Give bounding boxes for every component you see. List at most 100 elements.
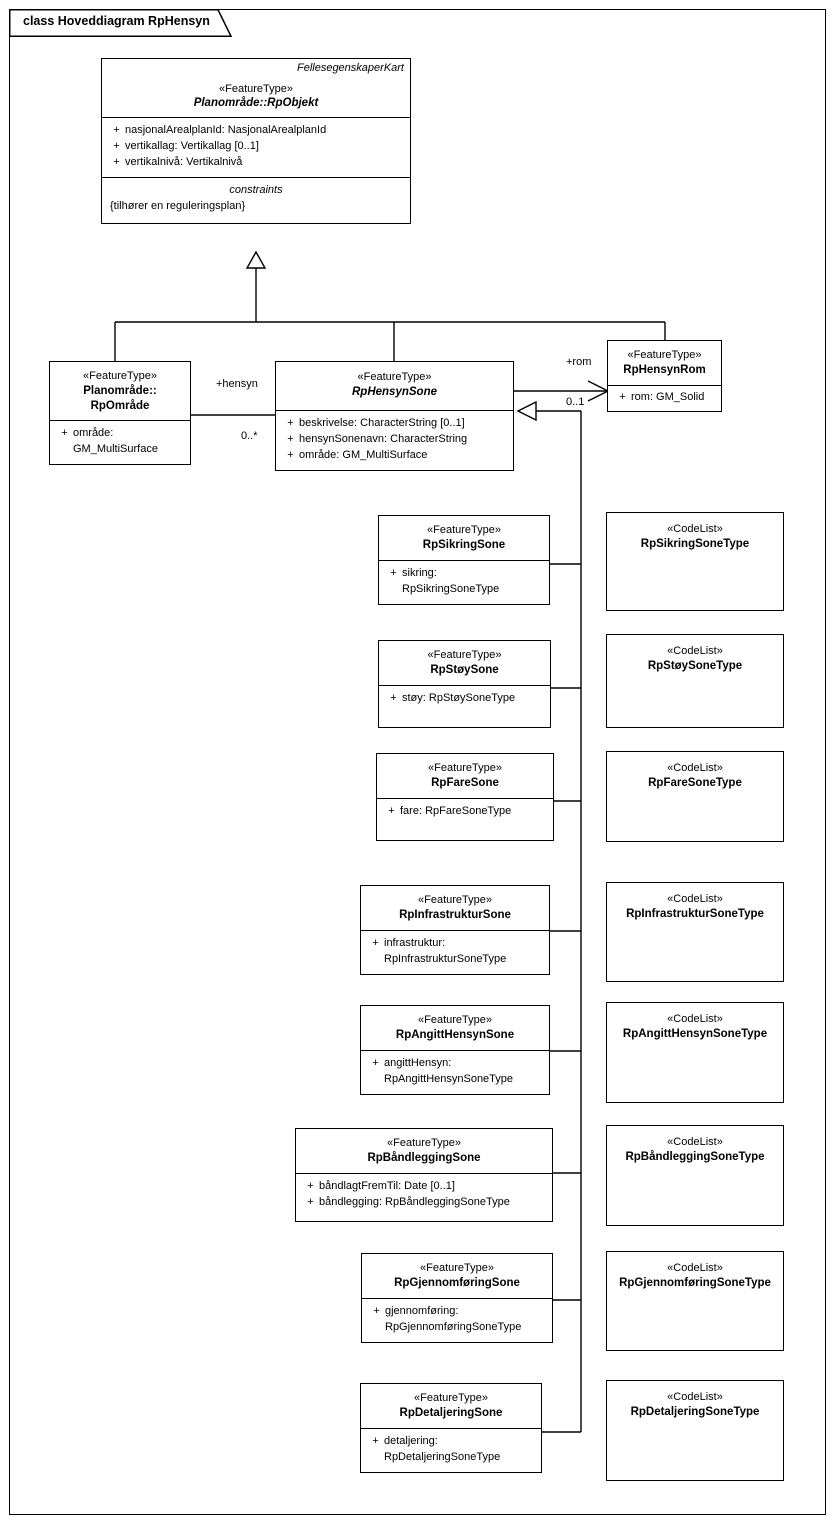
class-name: RpGjennomføringSoneType — [619, 1276, 771, 1289]
attribute-compartment: + båndlagtFremTil: Date [0..1] + båndleg… — [296, 1172, 552, 1221]
stereotype-label: «CodeList» — [667, 1136, 723, 1148]
stereotype-label: «FeatureType» — [83, 370, 157, 382]
attribute-text: båndlegging: RpBåndleggingSoneType — [319, 1195, 510, 1208]
edge-label-rom-role: +rom — [566, 356, 592, 368]
visibility-marker: + — [390, 691, 397, 704]
stereotype-label: «FeatureType» — [219, 82, 293, 95]
class-box-rpomrade[interactable]: «FeatureType» Planområde:: RpOmråde + om… — [49, 361, 191, 465]
visibility-marker: + — [373, 1304, 380, 1317]
visibility-marker: + — [388, 804, 395, 817]
class-box-rpangitthensynsone[interactable]: «FeatureType» RpAngittHensynSone + angit… — [360, 1005, 550, 1095]
attribute-compartment: + område: GM_MultiSurface — [50, 419, 190, 464]
visibility-marker: + — [372, 1434, 379, 1447]
attribute-text: gjennomføring: RpGjennomføringSoneType — [385, 1304, 522, 1333]
codelist-box-rpgjennomforingsonetype[interactable]: «CodeList» RpGjennomføringSoneType — [606, 1251, 784, 1351]
visibility-marker: + — [113, 156, 120, 169]
attribute-text: støy: RpStøySoneType — [402, 691, 516, 704]
visibility-marker: + — [619, 390, 626, 403]
stereotype-label: «FeatureType» — [357, 371, 432, 383]
class-name: RpHensynSone — [352, 385, 437, 398]
attribute-row: + båndlagtFremTil: Date [0..1] — [300, 1179, 548, 1195]
attribute-row: + angittHensyn: RpAngittHensynSoneType — [365, 1056, 545, 1088]
attribute-text: vertikalnivå: Vertikalnivå — [125, 156, 243, 169]
stereotype-label: «FeatureType» — [428, 762, 502, 774]
attribute-text: infrastruktur: RpInfrastrukturSoneType — [384, 936, 507, 965]
attribute-text: nasjonalArealplanId: NasjonalArealplanId — [125, 124, 327, 137]
attribute-text: hensynSonenavn: CharacterString — [299, 432, 468, 445]
edge-label-rom-multiplicity: 0..1 — [566, 396, 585, 408]
visibility-marker: + — [287, 432, 294, 445]
constraints-compartment: constraints {tilhører en reguleringsplan… — [102, 177, 410, 223]
edge-label-hensyn-multiplicity: 0..* — [241, 430, 258, 442]
codelist-box-rpinfrastruktursonetype[interactable]: «CodeList» RpInfrastrukturSoneType — [606, 882, 784, 982]
class-name: Planområde:: RpOmråde — [83, 384, 157, 412]
diagram-title: class Hoveddiagram RpHensyn — [23, 14, 210, 28]
class-name: RpStøySone — [430, 663, 499, 676]
attribute-row: + infrastruktur: RpInfrastrukturSoneType — [365, 936, 545, 968]
attribute-row: + område: GM_MultiSurface — [54, 426, 186, 458]
class-name: Planområde::RpObjekt — [193, 97, 319, 110]
attribute-compartment: + nasjonalArealplanId: NasjonalArealplan… — [102, 117, 410, 177]
class-name: RpBåndleggingSoneType — [625, 1150, 765, 1163]
attribute-row: + båndlegging: RpBåndleggingSoneType — [300, 1195, 548, 1211]
class-name: RpSikringSone — [422, 538, 506, 551]
visibility-marker: + — [372, 936, 379, 949]
class-box-rpbandleggingsone[interactable]: «FeatureType» RpBåndleggingSone + båndla… — [295, 1128, 553, 1222]
visibility-marker: + — [113, 140, 120, 153]
attribute-text: område: GM_MultiSurface — [299, 448, 428, 461]
attribute-compartment: + rom: GM_Solid — [608, 384, 721, 411]
attribute-compartment: + fare: RpFareSoneType — [377, 797, 553, 840]
visibility-marker: + — [287, 416, 294, 429]
stereotype-label: «CodeList» — [667, 523, 723, 535]
class-name: RpDetaljeringSone — [399, 1406, 503, 1419]
edge-label-hensyn-role: +hensyn — [216, 378, 258, 390]
attribute-compartment: + angittHensyn: RpAngittHensynSoneType — [361, 1049, 549, 1094]
visibility-marker: + — [61, 426, 68, 439]
codelist-box-rpfaresonetype[interactable]: «CodeList» RpFareSoneType — [606, 751, 784, 842]
attribute-row: + detaljering: RpDetaljeringSoneType — [365, 1434, 537, 1466]
class-box-rphensynsone[interactable]: «FeatureType» RpHensynSone + beskrivelse… — [275, 361, 514, 471]
attribute-compartment: + støy: RpStøySoneType — [379, 684, 550, 727]
stereotype-label: «CodeList» — [667, 893, 723, 905]
class-name: RpDetaljeringSoneType — [630, 1405, 760, 1418]
class-box-rphensynrom[interactable]: «FeatureType» RpHensynRom + rom: GM_Soli… — [607, 340, 722, 412]
class-box-rpgjennomforingsone[interactable]: «FeatureType» RpGjennomføringSone + gjen… — [361, 1253, 553, 1343]
class-box-rpsikringsone[interactable]: «FeatureType» RpSikringSone + sikring: R… — [378, 515, 550, 605]
class-box-rpfaresone[interactable]: «FeatureType» RpFareSone + fare: RpFareS… — [376, 753, 554, 841]
diagram-frame — [9, 9, 826, 1515]
codelist-box-rpstoysonetype[interactable]: «CodeList» RpStøySoneType — [606, 634, 784, 728]
class-name: RpInfrastrukturSoneType — [626, 907, 764, 920]
class-box-rpinfrastruktursone[interactable]: «FeatureType» RpInfrastrukturSone + infr… — [360, 885, 550, 975]
codelist-box-rpdetaljeringsonetype[interactable]: «CodeList» RpDetaljeringSoneType — [606, 1380, 784, 1481]
class-box-rpdetaljeringsone[interactable]: «FeatureType» RpDetaljeringSone + detalj… — [360, 1383, 542, 1473]
class-name: RpAngittHensynSone — [395, 1028, 515, 1041]
attribute-row: + gjennomføring: RpGjennomføringSoneType — [366, 1304, 548, 1336]
attribute-compartment: + sikring: RpSikringSoneType — [379, 559, 549, 604]
visibility-marker: + — [390, 566, 397, 579]
class-box-rpstoysone[interactable]: «FeatureType» RpStøySone + støy: RpStøyS… — [378, 640, 551, 728]
stereotype-label: «FeatureType» — [414, 1392, 488, 1404]
attribute-text: angittHensyn: RpAngittHensynSoneType — [384, 1056, 514, 1085]
stereotype-label: «FeatureType» — [627, 349, 702, 361]
class-name: RpFareSoneType — [648, 776, 742, 789]
attribute-compartment: + gjennomføring: RpGjennomføringSoneType — [362, 1297, 552, 1342]
attribute-text: beskrivelse: CharacterString [0..1] — [299, 416, 465, 429]
attribute-row: + vertikalnivå: Vertikalnivå — [106, 155, 406, 171]
stereotype-label: «FeatureType» — [427, 524, 501, 536]
stereotype-label: «FeatureType» — [387, 1137, 461, 1149]
class-box-rpobjekt[interactable]: FellesegenskaperKart «FeatureType» Plano… — [101, 58, 411, 225]
class-name: RpAngittHensynSoneType — [622, 1027, 768, 1040]
attribute-compartment: + detaljering: RpDetaljeringSoneType — [361, 1427, 541, 1472]
codelist-box-rpbandleggingsonetype[interactable]: «CodeList» RpBåndleggingSoneType — [606, 1125, 784, 1226]
codelist-box-rpangitthensynsonetype[interactable]: «CodeList» RpAngittHensynSoneType — [606, 1002, 784, 1103]
attribute-text: båndlagtFremTil: Date [0..1] — [319, 1179, 455, 1192]
attribute-row: + beskrivelse: CharacterString [0..1] — [280, 416, 509, 432]
codelist-box-rpsikringsonetype[interactable]: «CodeList» RpSikringSoneType — [606, 512, 784, 611]
visibility-marker: + — [113, 124, 120, 137]
attribute-row: + område: GM_MultiSurface — [280, 448, 509, 464]
visibility-marker: + — [307, 1179, 314, 1192]
stereotype-label: «FeatureType» — [418, 894, 492, 906]
attribute-text: rom: GM_Solid — [631, 390, 705, 403]
attribute-row: + vertikallag: Vertikallag [0..1] — [106, 139, 406, 155]
class-name: RpSikringSoneType — [640, 537, 750, 550]
